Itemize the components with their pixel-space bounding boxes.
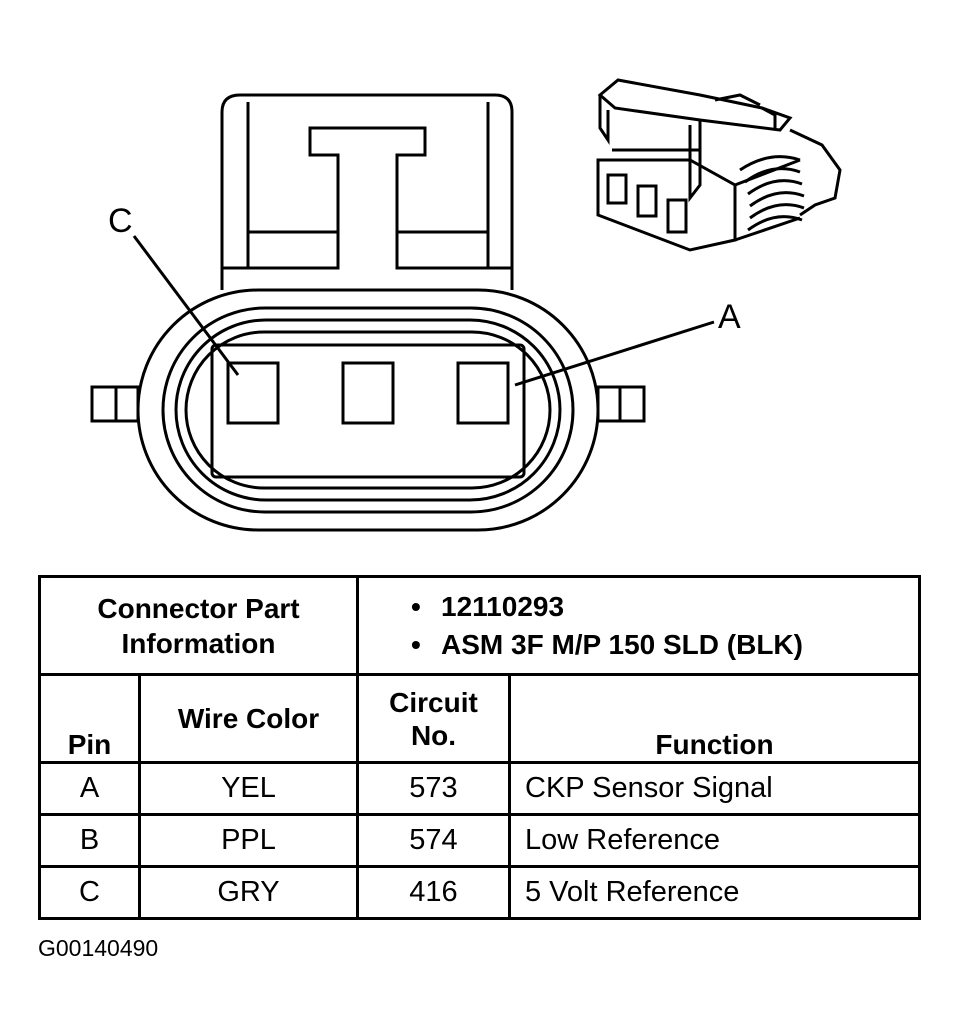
part-info-label-line1: Connector Part bbox=[97, 592, 300, 624]
circuit-cell: 573 bbox=[356, 761, 511, 816]
pin-cell: B bbox=[38, 813, 141, 868]
part-info-label-cell: Connector Part Information bbox=[38, 575, 359, 676]
connector-3d-illustration bbox=[596, 78, 842, 252]
circuit-cell: 574 bbox=[356, 813, 511, 868]
table-row: A YEL 573 CKP Sensor Signal bbox=[38, 761, 922, 816]
table-row: B PPL 574 Low Reference bbox=[38, 813, 922, 868]
header-circuit-line1: Circuit bbox=[389, 686, 478, 718]
wire-color-cell: GRY bbox=[138, 865, 359, 920]
header-row: Pin Wire Color Circuit No. Function bbox=[38, 673, 922, 764]
part-info-label-line2: Information bbox=[121, 627, 276, 659]
pin-label-c: C bbox=[108, 202, 133, 240]
connector-body bbox=[136, 288, 600, 532]
terminal-cavity-a bbox=[456, 361, 510, 425]
connector-latch bbox=[220, 93, 514, 290]
part-number: •12110293 bbox=[411, 588, 918, 626]
pin-label-a: A bbox=[718, 298, 741, 336]
terminal-cavity-c bbox=[226, 361, 280, 425]
pin-cell: C bbox=[38, 865, 141, 920]
side-tab-left bbox=[90, 385, 140, 423]
part-description: •ASM 3F M/P 150 SLD (BLK) bbox=[411, 626, 918, 664]
figure-caption: G00140490 bbox=[38, 935, 159, 961]
part-info-values-cell: •12110293 •ASM 3F M/P 150 SLD (BLK) bbox=[355, 575, 922, 676]
terminal-cavity-b bbox=[341, 361, 395, 425]
header-pin: Pin bbox=[38, 673, 141, 764]
pin-cell: A bbox=[38, 761, 141, 816]
wire-color-cell: YEL bbox=[138, 761, 359, 816]
bullet-icon: • bbox=[411, 628, 421, 660]
table-row: C GRY 416 5 Volt Reference bbox=[38, 865, 922, 920]
function-cell: 5 Volt Reference bbox=[507, 865, 922, 920]
leader-line-c bbox=[132, 235, 240, 376]
leader-line-a bbox=[514, 320, 715, 387]
header-function: Function bbox=[507, 673, 922, 764]
header-wire-color: Wire Color bbox=[138, 673, 359, 764]
header-circuit-no: Circuit No. bbox=[356, 673, 511, 764]
wire-color-cell: PPL bbox=[138, 813, 359, 868]
header-circuit-line2: No. bbox=[410, 719, 457, 751]
part-info-row: Connector Part Information •12110293 •AS… bbox=[38, 575, 922, 676]
connector-info-table: Connector Part Information •12110293 •AS… bbox=[38, 575, 922, 920]
function-cell: Low Reference bbox=[507, 813, 922, 868]
function-cell: CKP Sensor Signal bbox=[507, 761, 922, 816]
circuit-cell: 416 bbox=[356, 865, 511, 920]
bullet-icon: • bbox=[411, 590, 421, 622]
side-tab-right bbox=[596, 385, 646, 423]
connector-diagram: C A bbox=[90, 78, 842, 532]
